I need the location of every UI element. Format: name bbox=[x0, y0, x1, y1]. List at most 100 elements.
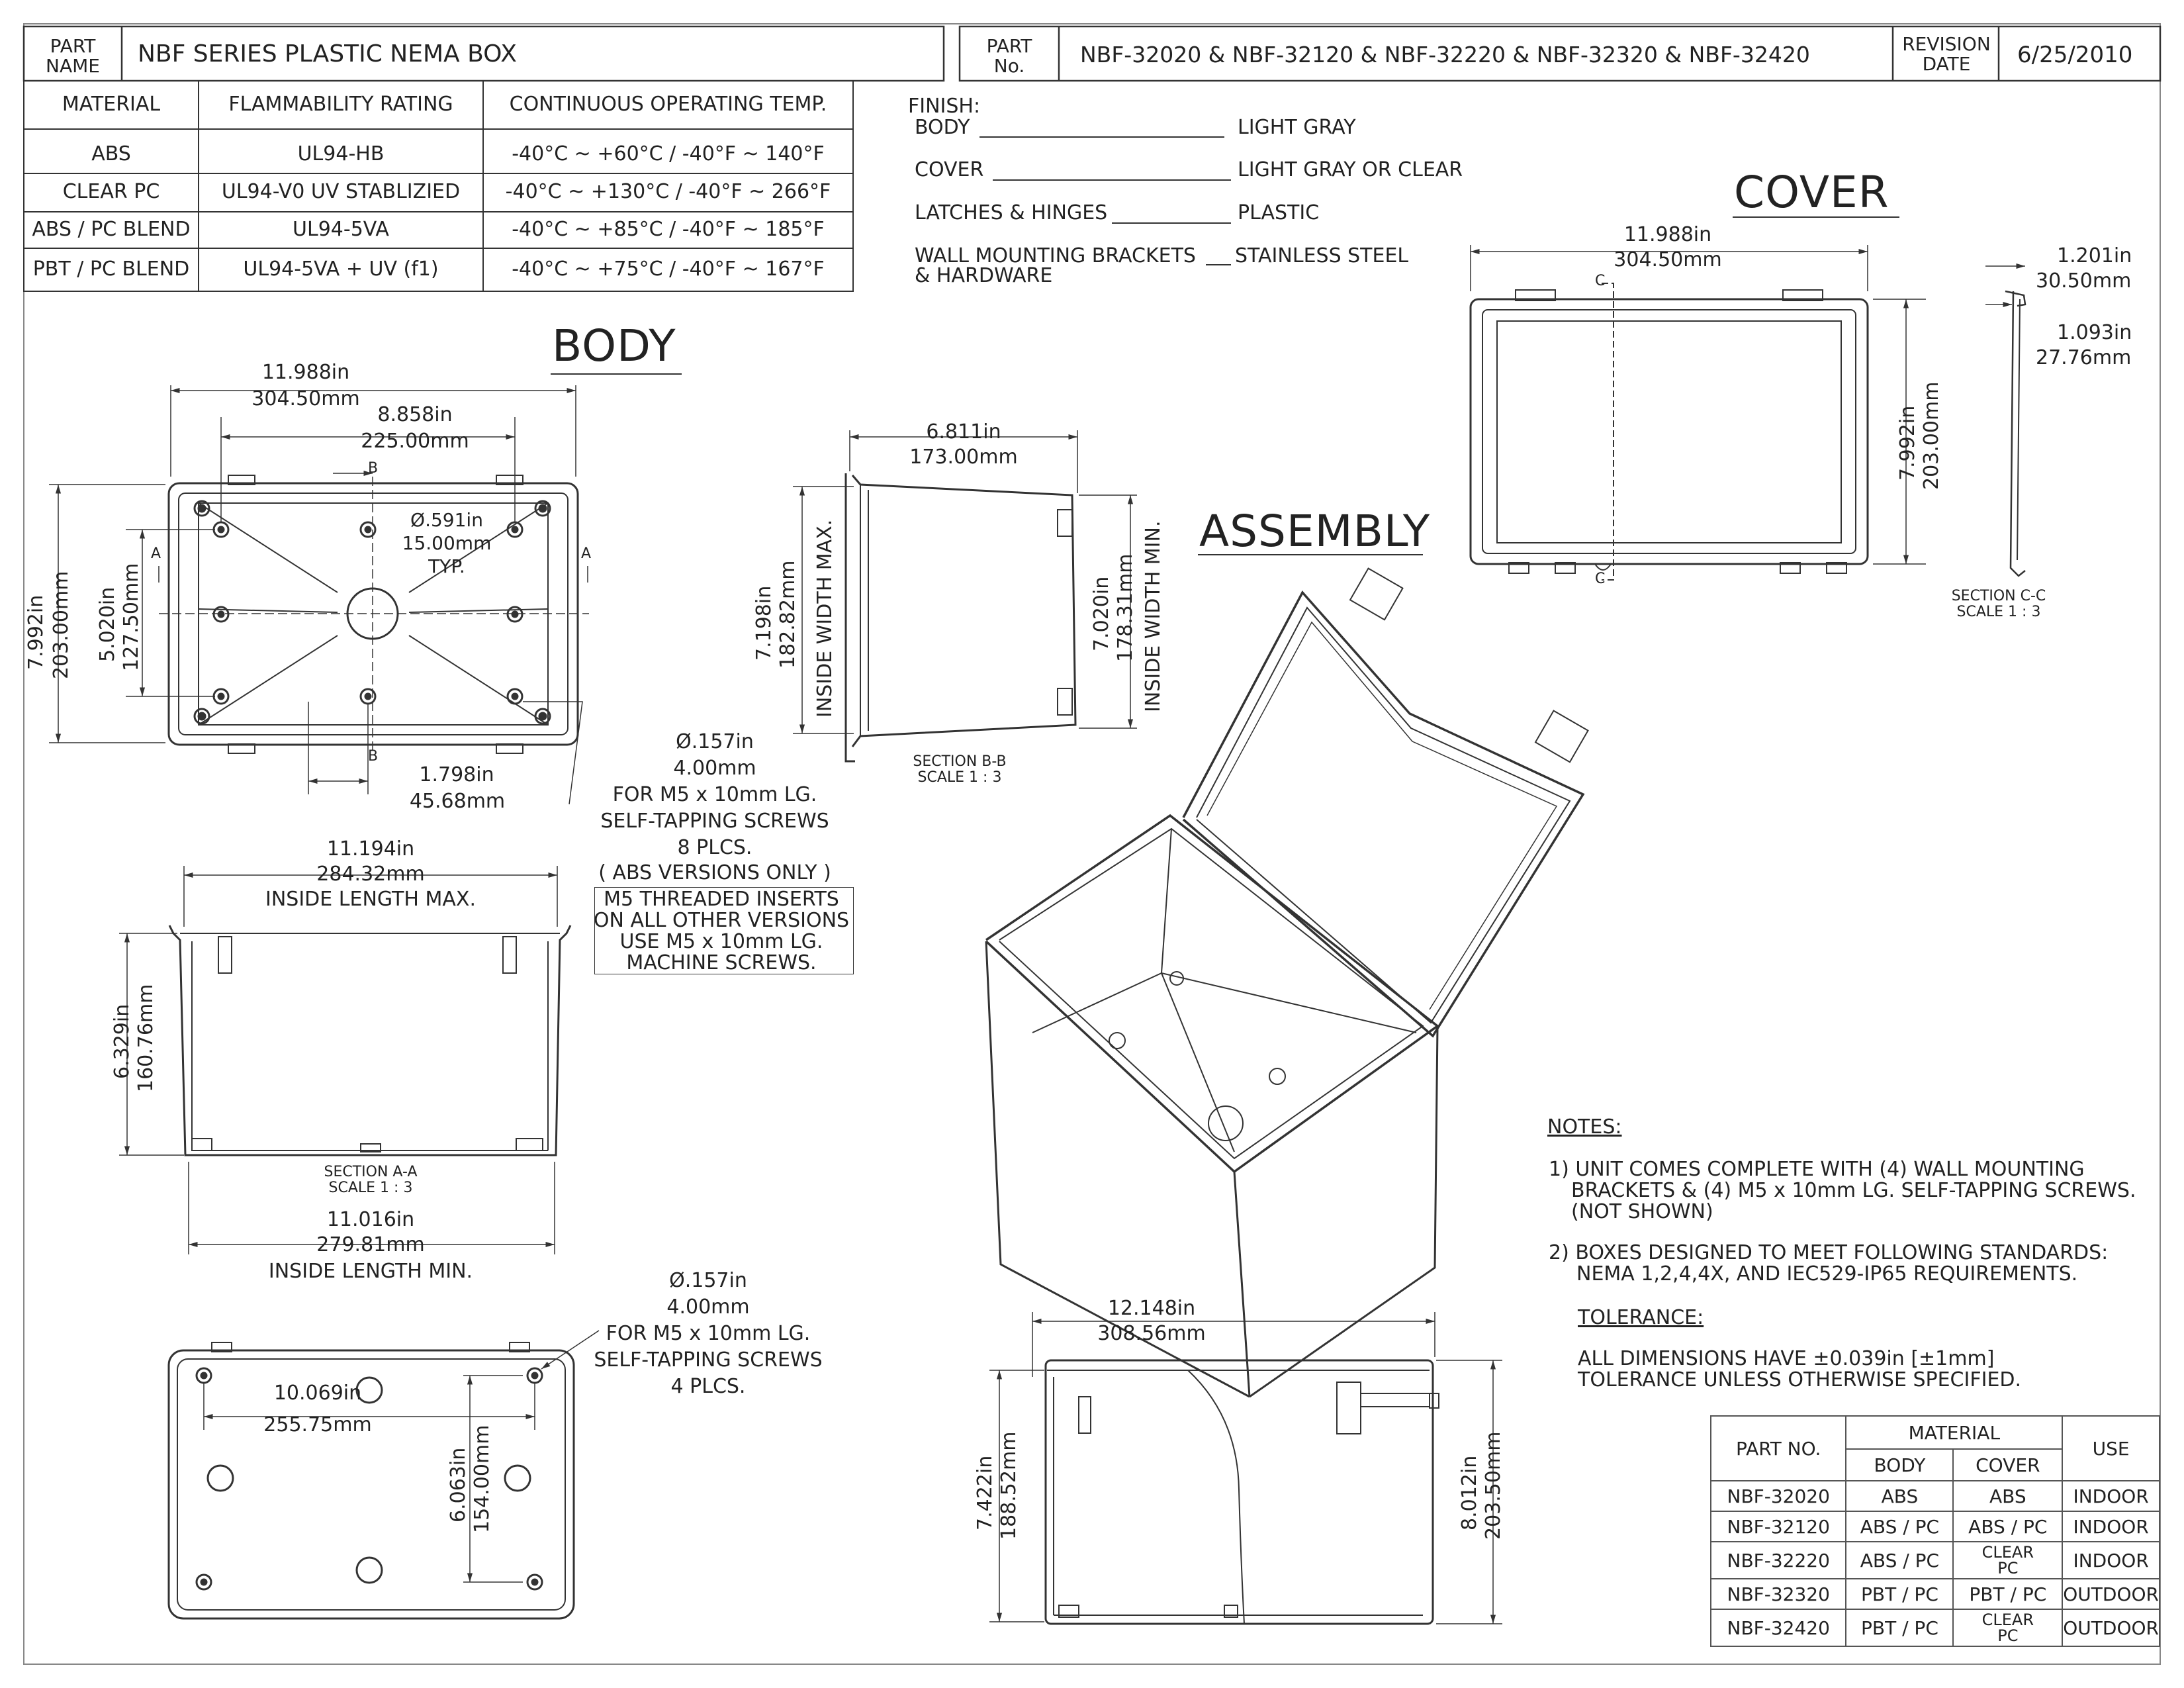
dim-side-height2-in: 8.012in bbox=[1458, 1455, 1481, 1530]
dim-a-inside-min-mm: 279.81mm bbox=[316, 1233, 425, 1256]
section-letter-c-top: C bbox=[1595, 273, 1606, 289]
table-cell: INDOOR bbox=[2062, 1511, 2160, 1542]
revision-date-value: 6/25/2010 bbox=[2017, 42, 2133, 68]
table-cell: ABS / PC bbox=[1952, 1511, 2064, 1542]
insert-note-line4: MACHINE SCREWS. bbox=[626, 951, 817, 974]
dim-b-inside-min-mm: 178.31mm bbox=[1114, 553, 1137, 662]
dim-a-inside-min-label: INSIDE LENGTH MIN. bbox=[268, 1260, 473, 1283]
body-top-view-drawing bbox=[49, 385, 589, 805]
note1-line3: (NOT SHOWN) bbox=[1571, 1200, 1713, 1223]
dim-body-height-mm: 203.00mm bbox=[50, 571, 73, 679]
table-cell: PBT / PC bbox=[1845, 1578, 1954, 1610]
dim-hole-offset-in: 1.798in bbox=[419, 763, 494, 786]
section-letter-b-bottom: B bbox=[368, 748, 379, 765]
insert-note-box bbox=[594, 887, 854, 974]
flammability-header: FLAMMABILITY RATING bbox=[228, 93, 453, 116]
finish-heading: FINISH: bbox=[908, 95, 981, 118]
dim-a-inside-min-in: 11.016in bbox=[326, 1208, 415, 1231]
section-bb-title: SECTION B-B bbox=[913, 753, 1007, 770]
finish-brackets-value: STAINLESS STEEL bbox=[1235, 244, 1409, 267]
screw8-line5: 8 PLCS. bbox=[677, 836, 752, 859]
dim-side-height2-mm: 203.50mm bbox=[1482, 1431, 1505, 1540]
insert-note-line1: M5 THREADED INSERTS bbox=[604, 888, 839, 911]
dim-b-inside-min-in: 7.020in bbox=[1090, 576, 1113, 651]
table-cell: -40°C ~ +130°C / -40°F ~ 266°F bbox=[505, 180, 831, 203]
screw4-line3: FOR M5 x 10mm LG. bbox=[606, 1322, 811, 1345]
assembly-view-title: ASSEMBLY bbox=[1199, 506, 1431, 557]
section-bb-drawing bbox=[793, 430, 1137, 763]
note2-line1: 2) BOXES DESIGNED TO MEET FOLLOWING STAN… bbox=[1549, 1241, 2109, 1264]
table-cell: NBF-32320 bbox=[1709, 1578, 1847, 1610]
insert-note-line2: ON ALL OTHER VERSIONS bbox=[593, 909, 850, 932]
dim-cover-depth1-in: 1.201in bbox=[2057, 244, 2132, 267]
table-cell: CLEAR PC bbox=[1952, 1541, 2064, 1579]
bottom-view-drawing bbox=[167, 1330, 600, 1620]
screw4-line4: SELF-TAPPING SCREWS bbox=[594, 1348, 823, 1372]
table-cell: -40°C ~ +75°C / -40°F ~ 167°F bbox=[512, 258, 825, 281]
dim-center-hole-typ: TYP. bbox=[428, 555, 465, 577]
table-cell: UL94-HB bbox=[297, 142, 385, 165]
parts-table-header-partno: PART NO. bbox=[1709, 1415, 1847, 1481]
dim-cover-width-mm: 304.50mm bbox=[1614, 248, 1722, 271]
dim-cover-height-mm: 203.00mm bbox=[1920, 381, 1943, 490]
table-cell: CLEAR PC bbox=[62, 180, 160, 203]
dim-b-inside-max-mm: 182.82mm bbox=[776, 560, 799, 669]
dim-b-inside-max-label: INSIDE WIDTH MAX. bbox=[813, 519, 837, 718]
parts-table-header-use: USE bbox=[2062, 1415, 2160, 1481]
section-aa-title: SECTION A-A bbox=[324, 1164, 418, 1180]
dim-hole-height-mm: 127.50mm bbox=[120, 563, 143, 671]
section-letter-a-left: A bbox=[151, 545, 161, 562]
dim-cover-depth1-mm: 30.50mm bbox=[2036, 269, 2132, 293]
table-cell: NBF-32020 bbox=[1709, 1480, 1847, 1512]
table-cell: -40°C ~ +60°C / -40°F ~ 140°F bbox=[512, 142, 825, 165]
part-name-value: NBF SERIES PLASTIC NEMA BOX bbox=[138, 40, 517, 68]
note1-line1: 1) UNIT COMES COMPLETE WITH (4) WALL MOU… bbox=[1549, 1158, 2085, 1181]
dim-side-width-in: 12.148in bbox=[1107, 1297, 1196, 1320]
finish-brackets-label-2: & HARDWARE bbox=[915, 264, 1053, 287]
table-cell: PBT / PC bbox=[1845, 1609, 1954, 1647]
dim-a-inside-max-in: 11.194in bbox=[326, 837, 415, 861]
dim-hole-span-mm: 225.00mm bbox=[361, 430, 469, 453]
part-no-label: PART No. bbox=[986, 35, 1032, 77]
section-letter-b-top: B bbox=[368, 460, 379, 477]
table-cell: NBF-32420 bbox=[1709, 1609, 1847, 1647]
section-bb-scale: SCALE 1 : 3 bbox=[917, 769, 1002, 786]
dim-cover-height-in: 7.992in bbox=[1896, 405, 1919, 481]
dim-bottom-span-mm: 255.75mm bbox=[263, 1413, 372, 1436]
dim-b-width-mm: 173.00mm bbox=[909, 445, 1018, 469]
table-cell: INDOOR bbox=[2062, 1541, 2160, 1579]
note2-line2: NEMA 1,2,4,4X, AND IEC529-IP65 REQUIREME… bbox=[1576, 1262, 2078, 1286]
section-letter-c-bottom: C bbox=[1595, 571, 1606, 587]
tolerance-line2: TOLERANCE UNLESS OTHERWISE SPECIFIED. bbox=[1578, 1368, 2022, 1391]
tolerance-heading: TOLERANCE: bbox=[1578, 1306, 1704, 1329]
dim-cover-width-in: 11.988in bbox=[1623, 223, 1712, 246]
dim-b-inside-min-label: INSIDE WIDTH MIN. bbox=[1142, 520, 1165, 712]
finish-cover-value: LIGHT GRAY OR CLEAR bbox=[1238, 158, 1463, 181]
body-view-title: BODY bbox=[552, 320, 676, 371]
table-cell: ABS bbox=[1845, 1480, 1954, 1512]
material-table-grid bbox=[23, 80, 854, 292]
section-aa-drawing bbox=[119, 866, 572, 1254]
table-cell: UL94-V0 UV STABLIZIED bbox=[221, 180, 461, 203]
parts-table-header-body: BODY bbox=[1845, 1448, 1954, 1481]
table-cell: -40°C ~ +85°C / -40°F ~ 185°F bbox=[512, 218, 825, 241]
dim-bottom-height-in: 6.063in bbox=[447, 1447, 470, 1523]
dim-body-width-mm: 304.50mm bbox=[251, 387, 360, 410]
revision-date-label: REVISION DATE bbox=[1902, 33, 1991, 75]
dim-hole-height-in: 5.020in bbox=[96, 586, 119, 662]
table-cell: ABS / PC bbox=[1845, 1511, 1954, 1542]
finish-latches-value: PLASTIC bbox=[1238, 201, 1320, 224]
finish-brackets-label: WALL MOUNTING BRACKETS bbox=[915, 244, 1196, 267]
screw8-dia-mm: 4.00mm bbox=[673, 757, 756, 780]
dim-body-width-in: 11.988in bbox=[261, 361, 350, 384]
table-cell: OUTDOOR bbox=[2062, 1609, 2160, 1647]
dim-body-height-in: 7.992in bbox=[24, 594, 48, 670]
dim-hole-span-in: 8.858in bbox=[377, 403, 453, 426]
parts-table-header-cover: COVER bbox=[1952, 1448, 2064, 1481]
dim-b-width-in: 6.811in bbox=[926, 420, 1001, 444]
finish-body-label: BODY bbox=[915, 116, 970, 139]
sheet-border bbox=[23, 23, 2161, 1665]
table-cell: UL94-5VA + UV (f1) bbox=[243, 258, 439, 281]
